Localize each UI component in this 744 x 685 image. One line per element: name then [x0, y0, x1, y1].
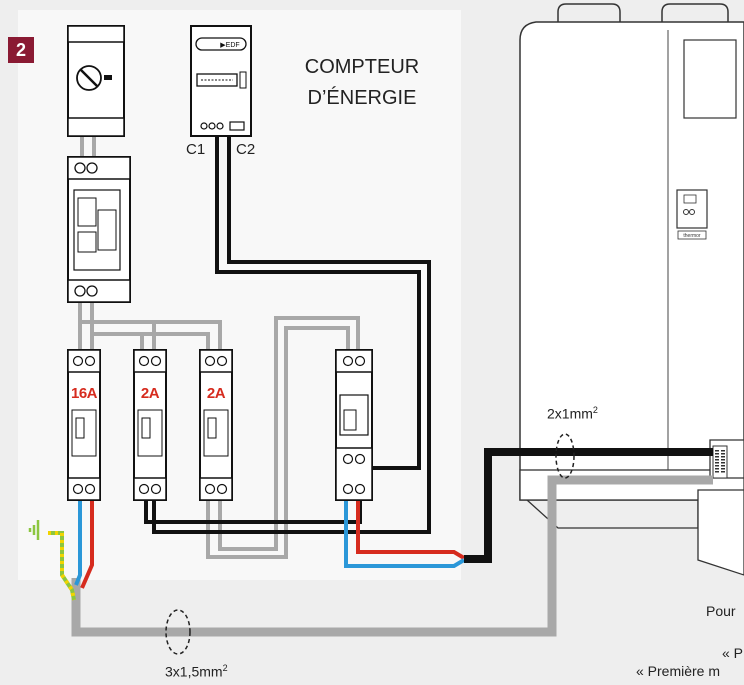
breaker-2a-first-rating: 2A — [136, 384, 164, 404]
power-cable-size-label: 3x1,5mm2 — [165, 663, 228, 680]
meter-title: COMPTEUR D’ÉNERGIE — [287, 52, 437, 114]
grey-input-cables — [78, 137, 222, 350]
power-cable-to-heater — [71, 475, 713, 637]
grey-loop-cable — [206, 316, 360, 559]
earth-symbol-icon — [28, 520, 40, 540]
neutral-wire — [344, 500, 466, 568]
power-cable-exponent: 2 — [222, 663, 228, 673]
differential-switch — [67, 156, 131, 303]
breaker-16a-rating: 16A — [70, 384, 98, 404]
main-switch — [67, 25, 125, 137]
supply-live-wire — [80, 500, 94, 589]
water-heater-unit: thermor — [519, 3, 744, 576]
signal-cable-size: 2x1mm — [547, 405, 593, 422]
footnote-line2: « P — [722, 645, 744, 661]
thermor-logo-text: thermor — [683, 233, 701, 239]
signal-cable-size-label: 2x1mm2 — [547, 405, 598, 422]
footnote-line1: Pour — [706, 603, 736, 619]
breaker-2a-second-rating: 2A — [202, 384, 230, 404]
supply-neutral-wire — [74, 500, 82, 586]
footnote-line3: « Première m — [636, 663, 721, 679]
live-wire — [356, 500, 466, 560]
day-night-contactor — [335, 349, 373, 501]
meter-title-line2: D’ÉNERGIE — [307, 87, 417, 109]
breaker-2a-first — [133, 349, 167, 501]
thermor-logo — [677, 230, 707, 240]
signal-cable-exponent: 2 — [592, 405, 598, 415]
meter-title-line1: COMPTEUR — [304, 56, 420, 78]
power-cable-bundle-marker — [165, 609, 191, 655]
energy-meter: ▶EDF — [190, 25, 252, 137]
signal-cable-to-heater — [464, 448, 713, 563]
power-cable-size: 3x1,5mm — [165, 663, 223, 680]
signal-cable-bundle-marker — [555, 433, 575, 479]
breaker-2a-second — [199, 349, 233, 501]
contact-c1-label: C1 — [186, 141, 206, 158]
contact-c2-label: C2 — [236, 141, 256, 158]
meter-brand-label: ▶EDF — [220, 42, 239, 49]
breaker-16a — [67, 349, 101, 501]
meter-terminals — [200, 121, 245, 131]
step-number-badge: 2 — [8, 37, 34, 63]
